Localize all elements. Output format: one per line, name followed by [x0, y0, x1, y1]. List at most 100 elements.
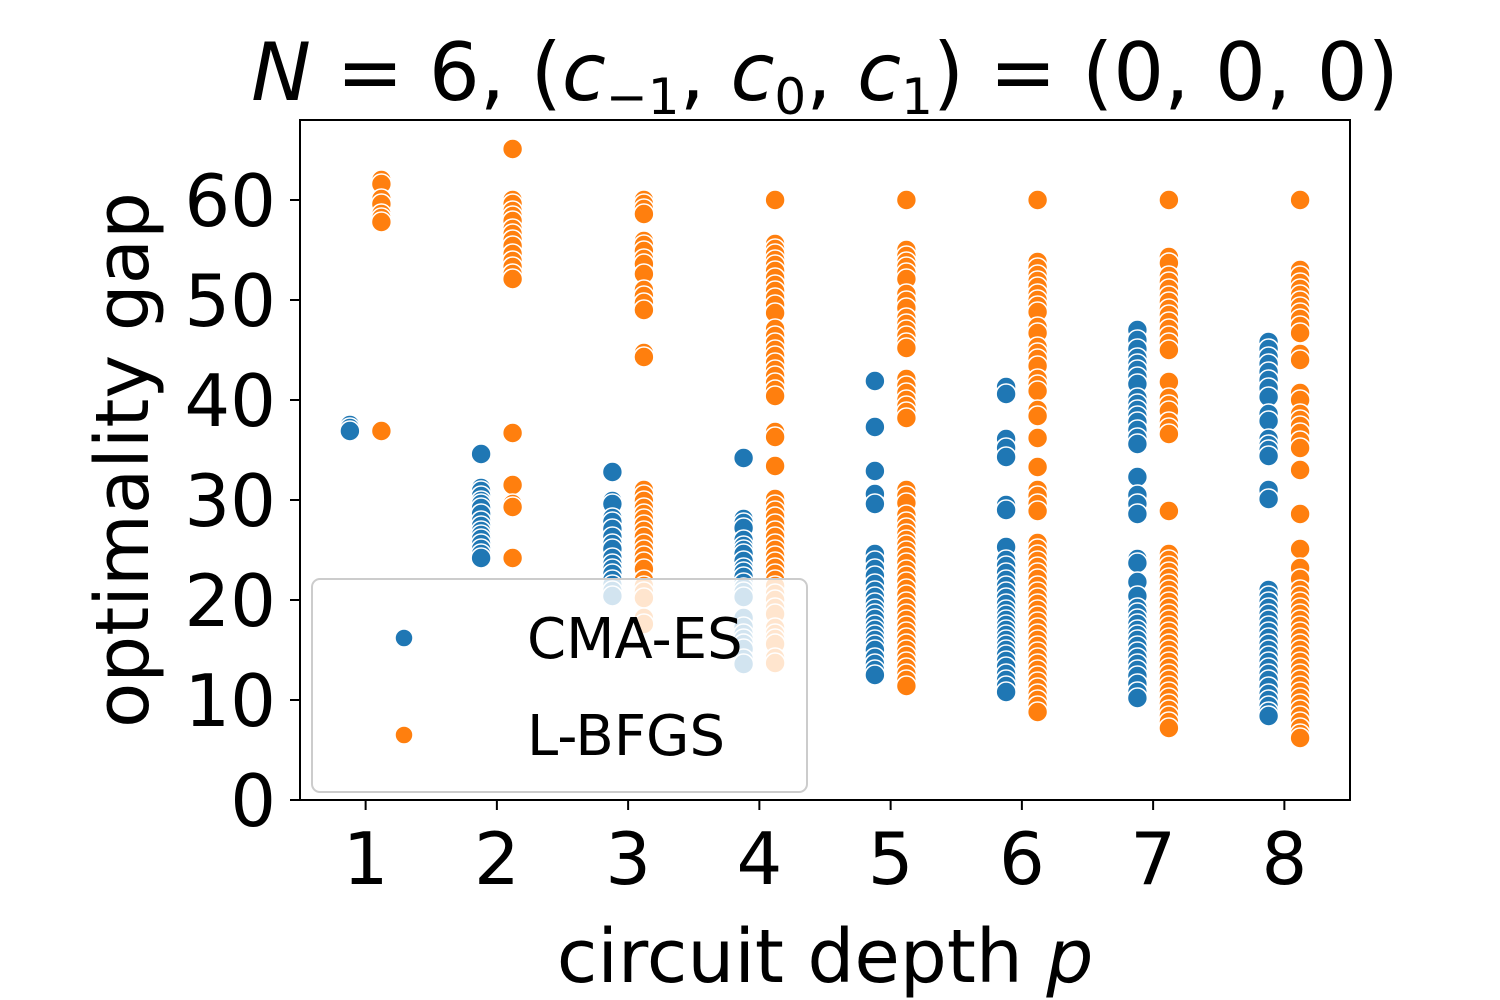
data-point-cma-es	[339, 420, 361, 442]
y-tick-label: 20	[184, 559, 276, 643]
data-point-cma-es	[601, 461, 624, 483]
data-point-l-bfgs	[1289, 538, 1311, 560]
data-point-cma-es	[995, 681, 1017, 703]
data-point-cma-es	[864, 493, 886, 515]
y-tick-label: 30	[184, 459, 276, 543]
data-point-cma-es	[864, 370, 886, 392]
data-point-cma-es	[1126, 687, 1149, 709]
legend-marker-cma-es	[394, 628, 414, 648]
data-point-l-bfgs	[633, 203, 655, 225]
y-axis: 0 10 20 30 40 50 60	[184, 159, 300, 843]
x-tick-label: 8	[1261, 817, 1307, 901]
data-point-l-bfgs	[895, 189, 918, 211]
data-point-l-bfgs	[764, 455, 786, 477]
data-point-l-bfgs	[1026, 427, 1049, 449]
data-point-l-bfgs	[764, 426, 786, 448]
data-point-l-bfgs	[1026, 405, 1049, 427]
data-point-l-bfgs	[895, 337, 918, 359]
data-point-l-bfgs	[501, 138, 524, 160]
y-tick-label: 10	[184, 659, 276, 743]
data-point-l-bfgs	[370, 211, 393, 233]
data-point-l-bfgs	[1289, 189, 1311, 211]
title-comma: ,	[680, 26, 731, 119]
chart-title: N = 6, (c−1, c0, c1) = (0, 0, 0)	[251, 26, 1399, 126]
y-tick-label: 50	[184, 259, 276, 343]
data-point-cma-es	[1257, 488, 1280, 510]
legend: CMA-ES L-BFGS	[311, 578, 808, 793]
title-equals-6: = 6, (	[311, 26, 562, 119]
title-c-symbol: c	[730, 26, 774, 119]
title-c-symbol: c	[857, 26, 901, 119]
data-point-l-bfgs	[501, 422, 524, 444]
data-point-l-bfgs	[1289, 459, 1311, 481]
x-tick-label: 1	[343, 817, 389, 901]
data-point-cma-es	[1126, 433, 1149, 455]
data-point-cma-es	[470, 547, 492, 569]
data-point-cma-es	[1126, 503, 1149, 525]
y-tick-label: 60	[184, 159, 276, 243]
data-point-l-bfgs	[1289, 322, 1311, 344]
data-point-l-bfgs	[1289, 727, 1311, 749]
data-point-l-bfgs	[1026, 456, 1049, 478]
x-axis-label-text: circuit depth	[557, 914, 1047, 1000]
data-point-l-bfgs	[1289, 437, 1311, 459]
legend-box	[311, 578, 808, 793]
y-tick-label: 0	[230, 759, 276, 843]
data-point-l-bfgs	[1158, 717, 1180, 739]
data-point-l-bfgs	[1158, 500, 1180, 522]
title-subscript-0: 0	[774, 68, 806, 126]
data-point-l-bfgs	[1158, 189, 1180, 211]
data-point-cma-es	[864, 416, 886, 438]
data-point-cma-es	[1257, 445, 1280, 467]
data-point-cma-es	[864, 664, 886, 686]
data-point-cma-es	[995, 499, 1017, 521]
y-tick-label: 40	[184, 359, 276, 443]
data-point-l-bfgs	[501, 496, 524, 518]
y-axis-label: optimality gap	[80, 192, 166, 728]
title-c-symbol: c	[562, 26, 606, 119]
data-point-l-bfgs	[1026, 500, 1049, 522]
data-point-l-bfgs	[764, 189, 786, 211]
x-axis: 1 2 3 4 5 6 7 8	[343, 800, 1307, 901]
x-tick-label: 2	[474, 817, 520, 901]
title-subscript-1: 1	[901, 68, 933, 126]
series-l-bfgs	[370, 138, 1311, 749]
data-point-l-bfgs	[1158, 339, 1180, 361]
data-point-cma-es	[470, 443, 492, 465]
data-point-l-bfgs	[501, 474, 524, 496]
data-point-l-bfgs	[1158, 423, 1180, 445]
data-point-cma-es	[1257, 705, 1280, 727]
title-rhs: ) = (0, 0, 0)	[933, 26, 1399, 119]
title-comma: ,	[806, 26, 857, 119]
title-n-symbol: N	[251, 26, 311, 119]
data-point-l-bfgs	[370, 420, 393, 442]
data-point-l-bfgs	[633, 299, 655, 321]
data-point-cma-es	[1126, 466, 1149, 488]
legend-label-cma-es: CMA-ES	[527, 607, 743, 672]
data-point-l-bfgs	[1289, 349, 1311, 371]
title-subscript-minus-1: −1	[606, 68, 680, 126]
data-point-l-bfgs	[895, 407, 918, 429]
data-point-cma-es	[995, 446, 1017, 468]
data-point-cma-es	[864, 460, 886, 482]
data-point-cma-es	[732, 447, 755, 469]
data-point-l-bfgs	[1289, 503, 1311, 525]
x-tick-label: 3	[605, 817, 651, 901]
data-point-cma-es	[995, 383, 1017, 405]
x-tick-label: 4	[736, 817, 782, 901]
data-point-l-bfgs	[1026, 701, 1049, 723]
data-point-l-bfgs	[501, 547, 524, 569]
x-tick-label: 6	[999, 817, 1045, 901]
legend-marker-l-bfgs	[394, 725, 414, 745]
data-point-l-bfgs	[764, 385, 786, 407]
data-point-l-bfgs	[501, 268, 524, 290]
x-axis-label: circuit depth p	[557, 914, 1094, 1000]
data-point-l-bfgs	[633, 346, 655, 368]
x-tick-label: 7	[1130, 817, 1176, 901]
data-point-l-bfgs	[1026, 189, 1049, 211]
data-point-cma-es	[1126, 552, 1149, 574]
data-point-cma-es	[1257, 410, 1280, 432]
x-tick-label: 5	[868, 817, 914, 901]
data-point-l-bfgs	[1026, 380, 1049, 402]
